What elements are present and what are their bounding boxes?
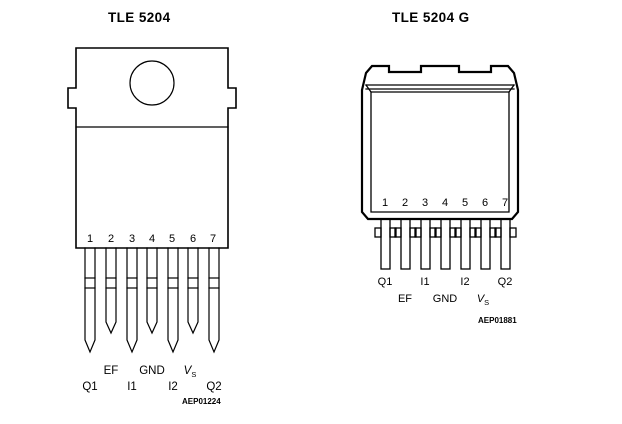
- g-pin-number-4: 4: [442, 197, 448, 209]
- tle5204-signal-labels-upper: EF GND VS: [104, 365, 197, 379]
- signal-label-ef: EF: [104, 365, 119, 377]
- vs-subscript: S: [191, 370, 196, 379]
- g-pin-number-5: 5: [462, 197, 468, 209]
- drawing-watermark-left: AEP01224: [182, 397, 221, 406]
- package-title-tle5204: TLE 5204: [108, 10, 171, 25]
- pin-number-1: 1: [87, 233, 93, 245]
- g-pin-lead-5: [454, 218, 477, 270]
- g-pin-lead-6: [474, 218, 497, 270]
- tle5204-signal-labels-lower: Q1 I1 I2 Q2: [82, 381, 221, 393]
- g-signal-label-i1: I1: [420, 276, 429, 288]
- pin-number-3: 3: [129, 233, 135, 245]
- g-pin-lead-7: [494, 218, 517, 270]
- package-title-tle5204g: TLE 5204 G: [392, 10, 470, 25]
- signal-label-q1: Q1: [82, 381, 97, 393]
- g-signal-label-q1: Q1: [378, 276, 393, 288]
- g-pin-lead-4: [434, 218, 457, 270]
- g-pin-number-2: 2: [402, 197, 408, 209]
- signal-label-i2: I2: [168, 381, 178, 393]
- pin-lead-4: [146, 247, 158, 335]
- drawing-watermark-right: AEP01881: [478, 316, 517, 325]
- pin-lead-6: [187, 247, 199, 335]
- tle5204g-signal-labels-lower: EF GND VS: [398, 293, 489, 307]
- tle5204g-body-outline: [360, 64, 520, 221]
- pin-number-5: 5: [169, 233, 175, 245]
- vs-symbol: V: [184, 365, 193, 377]
- signal-label-gnd: GND: [139, 365, 165, 377]
- pin-lead-7: [208, 247, 220, 354]
- g-signal-label-gnd: GND: [433, 293, 458, 305]
- g-pin-lead-1: [374, 218, 397, 270]
- tle5204-pins: [84, 247, 220, 354]
- tle5204g-pins: [374, 218, 517, 270]
- signal-label-q2: Q2: [206, 381, 221, 393]
- g-signal-label-q2: Q2: [498, 276, 513, 288]
- pin-lead-1: [84, 247, 96, 354]
- pin-lead-2: [105, 247, 117, 335]
- pin-number-6: 6: [190, 233, 196, 245]
- g-pin-number-1: 1: [382, 197, 388, 209]
- tle5204-mounting-hole-icon: [129, 60, 175, 106]
- signal-label-i1: I1: [127, 381, 137, 393]
- g-pin-number-7: 7: [502, 197, 508, 209]
- g-pin-lead-3: [414, 218, 437, 270]
- g-signal-label-ef: EF: [398, 293, 412, 305]
- pin-number-2: 2: [108, 233, 114, 245]
- tle5204-body-outline: [67, 47, 237, 249]
- tle5204g-pin-numbers: 1 2 3 4 5 6 7: [382, 197, 508, 209]
- g-pin-number-3: 3: [422, 197, 428, 209]
- tle5204-pin-numbers: 1 2 3 4 5 6 7: [87, 233, 216, 245]
- g-vs-symbol: V: [477, 293, 486, 305]
- g-pin-number-6: 6: [482, 197, 488, 209]
- signal-label-vs: VS: [184, 365, 197, 379]
- pin-lead-5: [167, 247, 179, 354]
- g-signal-label-i2: I2: [460, 276, 469, 288]
- g-vs-subscript: S: [484, 298, 489, 307]
- g-signal-label-vs: VS: [477, 293, 489, 307]
- pin-number-4: 4: [149, 233, 155, 245]
- tle5204g-signal-labels-upper: Q1 I1 I2 Q2: [378, 276, 513, 288]
- pin-number-7: 7: [210, 233, 216, 245]
- pin-lead-3: [126, 247, 138, 354]
- g-pin-lead-2: [394, 218, 417, 270]
